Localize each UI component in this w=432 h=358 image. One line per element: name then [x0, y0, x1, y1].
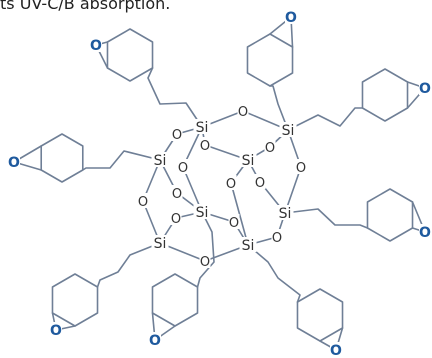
svg-text:O: O [238, 105, 248, 120]
svg-text:O: O [172, 187, 182, 202]
arm-ring-2 [361, 68, 409, 122]
epoxide-oxygen-label-6: O [330, 342, 342, 358]
epoxide-oxygen-label-4: O [419, 224, 431, 241]
arm-ring-4 [366, 188, 414, 242]
silicon-label-g: Si [151, 235, 169, 252]
silicon-label-b: Si [279, 122, 297, 139]
oxygen-label-6: O [171, 185, 183, 202]
svg-text:O: O [200, 139, 210, 154]
arm-ring-3 [40, 133, 84, 183]
svg-text:O: O [138, 195, 148, 210]
oxygen-label-12: O [199, 253, 211, 270]
silicon-label-h: Si [239, 237, 257, 254]
arm-chain-5 [96, 242, 161, 288]
arm-chain-0 [147, 67, 203, 128]
epoxide-oxygen-label-0: O [90, 37, 102, 54]
oxygen-label-7: O [137, 193, 149, 210]
svg-text:Si: Si [196, 205, 209, 221]
caption-fragment: ts UV-C/B absorption. [0, 0, 171, 13]
svg-text:Si: Si [196, 120, 209, 136]
oxygen-label-5: O [295, 159, 307, 176]
arm-ring-0 [106, 28, 154, 82]
svg-text:Si: Si [242, 153, 255, 169]
svg-text:O: O [255, 176, 265, 191]
epoxide-oxygen-label-3: O [8, 154, 20, 171]
svg-text:O: O [265, 141, 275, 156]
svg-text:O: O [149, 333, 161, 349]
epoxide-oxygen-label-1: O [285, 9, 297, 26]
svg-text:Si: Si [154, 153, 167, 169]
arm-ring-5 [51, 273, 99, 327]
oxygen-label-8: O [225, 175, 237, 192]
svg-text:O: O [419, 81, 431, 97]
arm-ring-1 [246, 33, 294, 87]
arm-chain-3 [81, 150, 161, 171]
oxygen-label-0: O [237, 103, 249, 120]
arm-ring-6 [296, 288, 344, 342]
epoxide-oxygen-label-2: O [419, 80, 431, 97]
svg-text:Si: Si [282, 123, 295, 139]
silicon-label-a: Si [193, 119, 211, 136]
oxygen-label-1: O [171, 126, 183, 143]
oxygen-label-13: O [228, 214, 240, 231]
svg-text:Si: Si [279, 206, 292, 222]
svg-text:O: O [272, 231, 282, 246]
svg-text:O: O [419, 225, 431, 241]
arm-chain-4 [284, 208, 369, 229]
arm-chain-7 [196, 211, 215, 288]
svg-text:O: O [178, 161, 188, 176]
oxygen-label-3: O [177, 159, 189, 176]
oxygen-label-10: O [170, 210, 182, 227]
svg-text:O: O [8, 155, 20, 171]
oxygen-label-4: O [264, 139, 276, 156]
svg-text:O: O [200, 255, 210, 270]
svg-text:O: O [226, 177, 236, 192]
arm-ring-7 [151, 273, 199, 327]
silicon-label-f: Si [276, 205, 294, 222]
oxygen-label-2: O [199, 137, 211, 154]
arm-chain-6 [247, 244, 301, 303]
svg-text:O: O [296, 161, 306, 176]
svg-text:Si: Si [242, 238, 255, 254]
silicon-label-d: Si [239, 152, 257, 169]
svg-text:O: O [229, 216, 239, 231]
svg-text:O: O [285, 10, 297, 26]
svg-text:Si: Si [154, 236, 167, 252]
oxygen-label-9: O [254, 174, 266, 191]
epoxide-oxygen-label-7: O [149, 332, 161, 349]
svg-text:O: O [50, 323, 62, 339]
silicon-label-c: Si [151, 152, 169, 169]
silicon-label-e: Si [193, 204, 211, 221]
epoxide-oxygen-label-5: O [50, 322, 62, 339]
arm-chain-2 [287, 107, 364, 131]
svg-text:O: O [171, 212, 181, 227]
bond-lines [13, 16, 426, 351]
svg-text:O: O [172, 128, 182, 143]
oxygen-label-11: O [271, 229, 283, 246]
svg-text:O: O [90, 38, 102, 54]
svg-text:O: O [330, 343, 342, 358]
